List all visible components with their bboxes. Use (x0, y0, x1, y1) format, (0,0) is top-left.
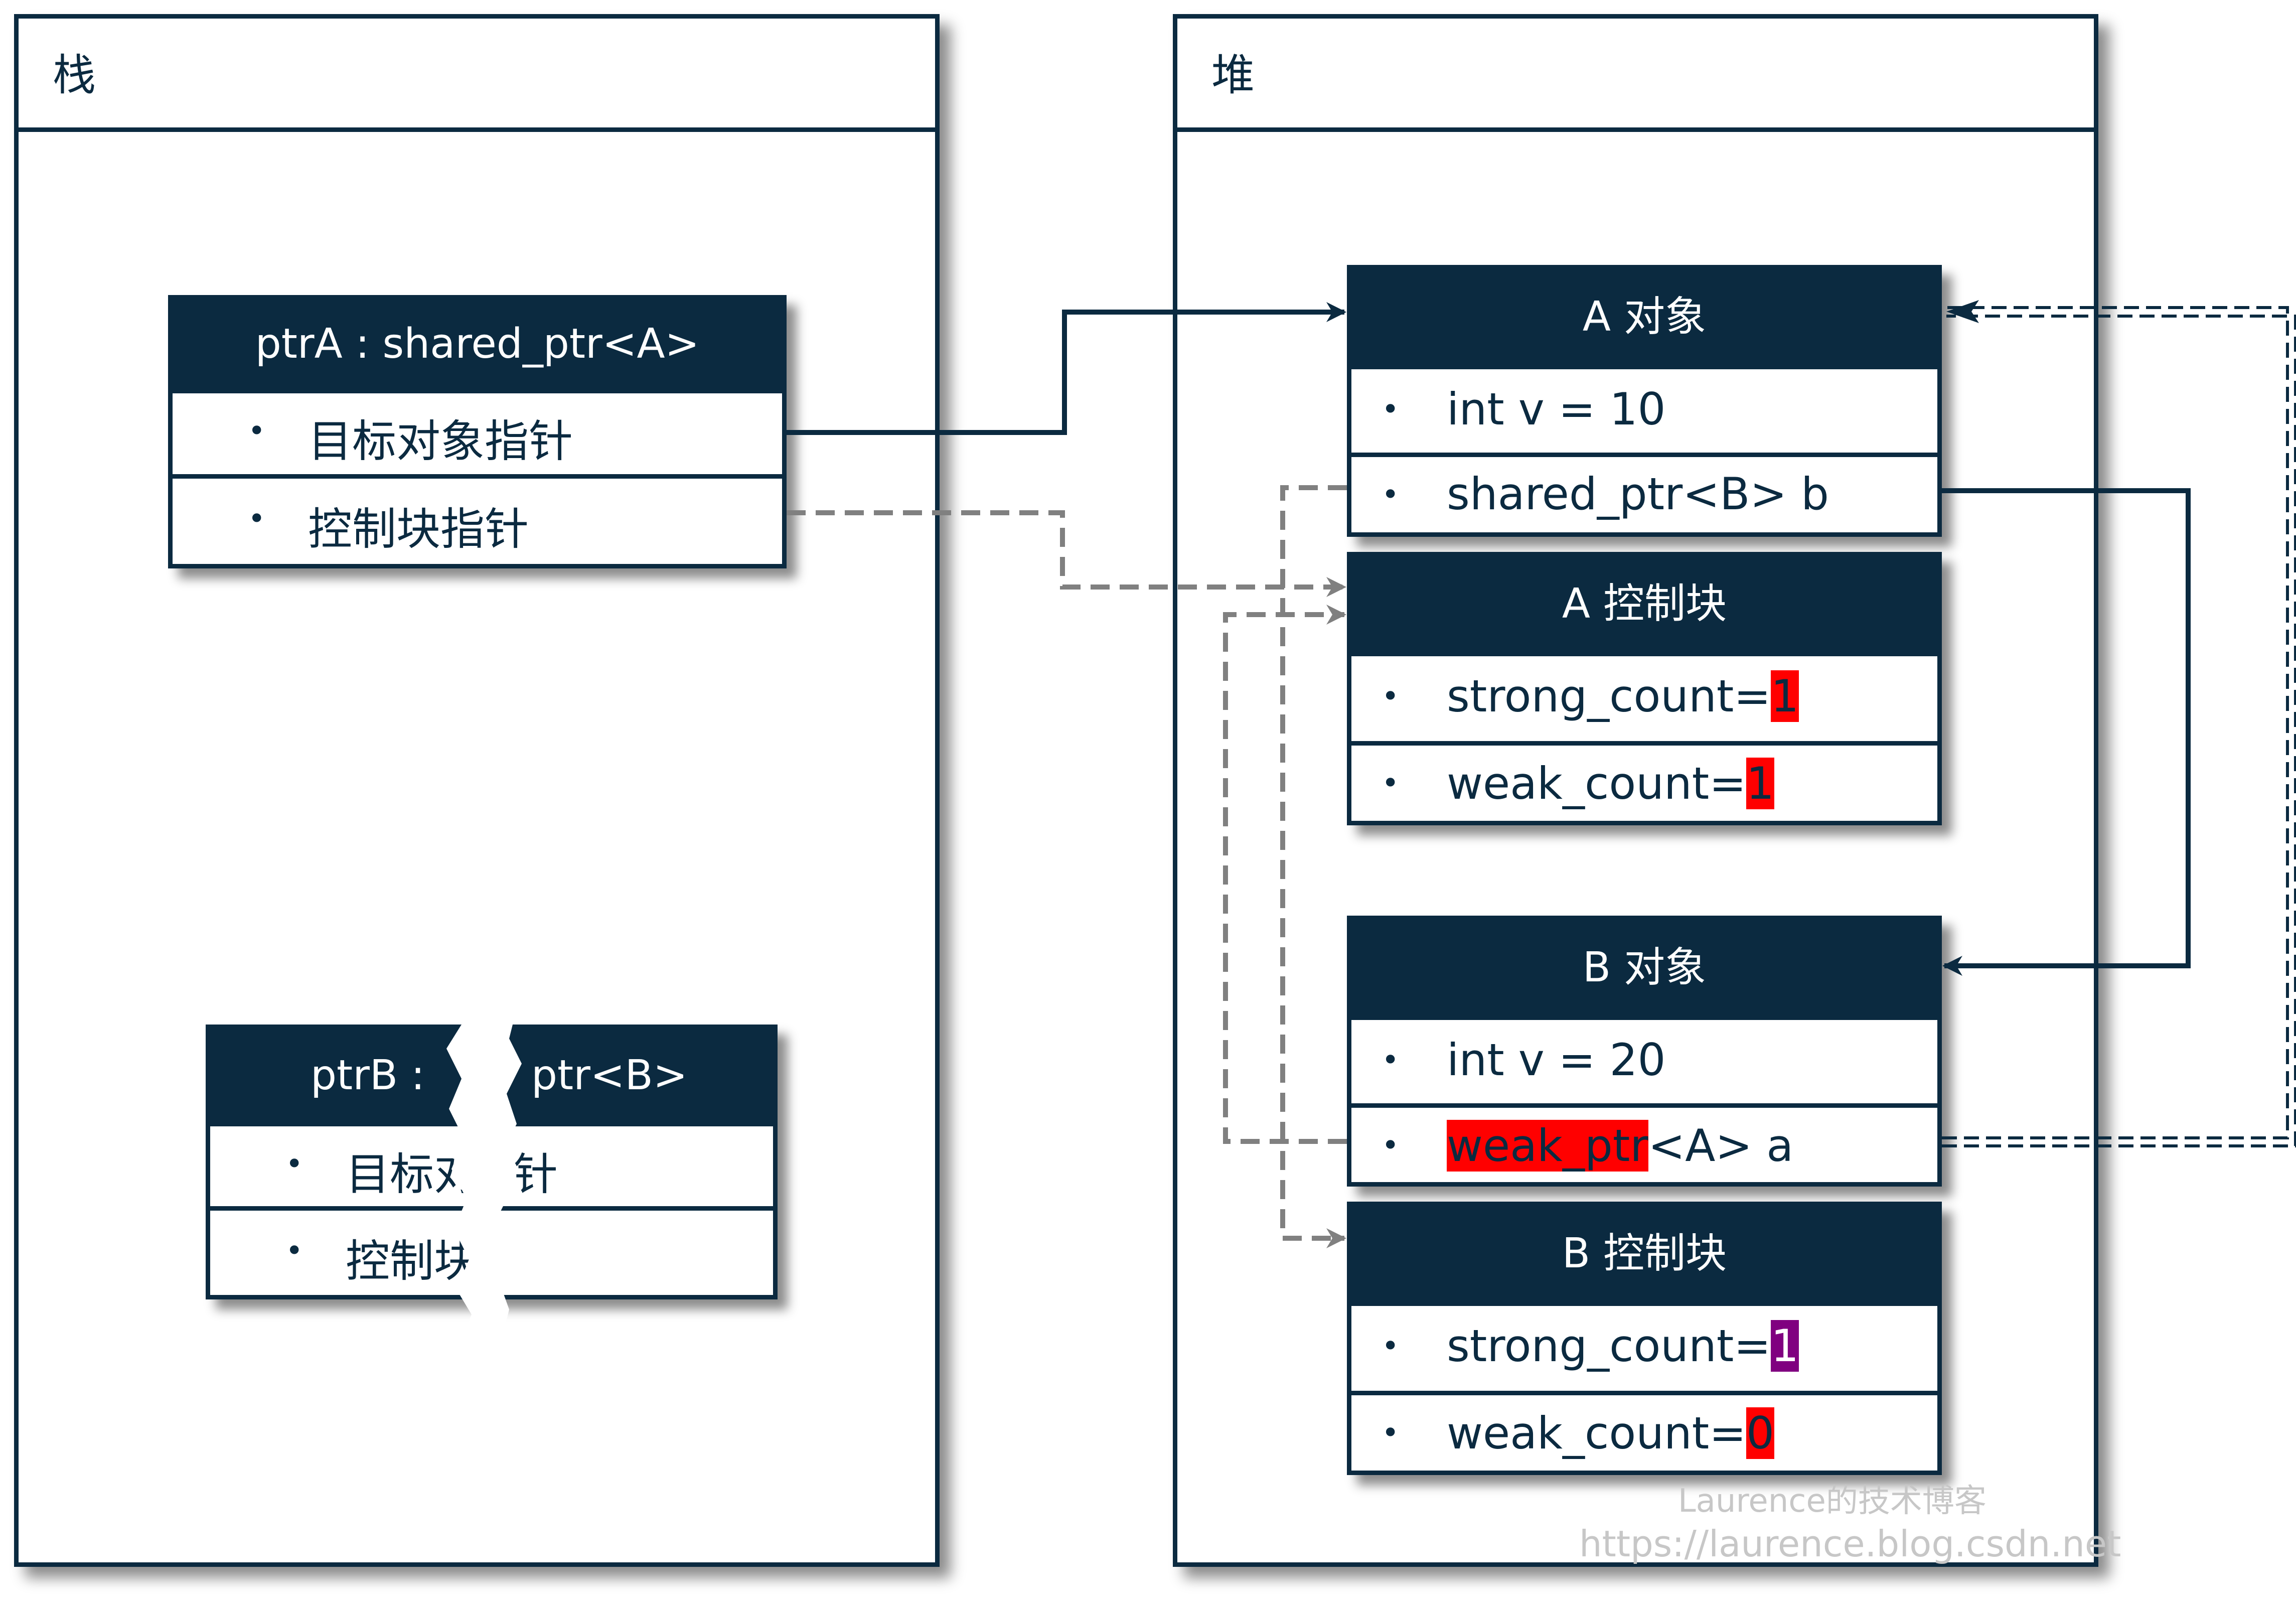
b-object-weak-ptr-row: • weak_ptr<A> a (1351, 1103, 1937, 1187)
b-object-card: B 对象 • int v = 20 • weak_ptr<A> a (1347, 916, 1942, 1187)
watermark-url: https://laurence.blog.csdn.net (1579, 1523, 2121, 1565)
a-object-header: A 对象 (1351, 269, 1937, 365)
a-object-int-v: int v = 10 (1447, 383, 1666, 435)
a-weak-count-row: • weak_count=1 (1351, 741, 1937, 825)
a-control-block-card: A 控制块 • strong_count=1 • weak_count=1 (1347, 552, 1942, 825)
b-weak-count-label: weak_count= (1447, 1407, 1747, 1459)
arrow-b-weak-ptr-to-a-object (1942, 300, 2296, 1147)
arrow-a-shared-ptr-to-b-control-block (1280, 485, 1347, 1248)
bullet: • (248, 413, 266, 449)
arrow-ptrA-to-a-object (787, 302, 1346, 435)
a-object-shared-ptr-b: shared_ptr<B> b (1447, 468, 1829, 520)
arrow-ptrA-to-a-control-block (787, 510, 1346, 597)
ptrB-header-right: ptr<B> (531, 1052, 688, 1099)
b-strong-count-value: 1 (1771, 1320, 1799, 1372)
bullet: • (248, 501, 266, 536)
b-strong-count-row: • strong_count=1 (1351, 1301, 1937, 1391)
ptrB-control-block-left: 控制块 (346, 1235, 479, 1287)
ptrB-header-left: ptrB : (311, 1052, 425, 1099)
ptrA-target-pointer-label: 目标对象指针 (308, 415, 573, 467)
b-object-weak-ptr-keyword: weak_ptr (1447, 1120, 1648, 1172)
a-object-int-row: • int v = 10 (1351, 365, 1937, 453)
a-weak-count: weak_count=1 (1447, 758, 1775, 809)
ptrA-target-pointer-row: • 目标对象指针 (173, 389, 782, 474)
a-weak-count-label: weak_count= (1447, 758, 1747, 809)
ptrA-header: ptrA : shared_ptr<A> (173, 300, 782, 389)
b-weak-count: weak_count=0 (1447, 1407, 1775, 1459)
bullet: • (1382, 1415, 1400, 1450)
ptrB-torn-gap (446, 1008, 522, 1340)
ptrA-card: ptrA : shared_ptr<A> • 目标对象指针 • 控制块指针 (168, 295, 787, 568)
a-weak-count-value: 1 (1746, 758, 1775, 809)
b-object-int-row: • int v = 20 (1351, 1015, 1937, 1103)
heap-title: 堆 (1177, 19, 2094, 132)
ptrA-control-block-row: • 控制块指针 (173, 474, 782, 564)
b-weak-count-value: 0 (1746, 1407, 1775, 1459)
arrow-b-weak-ptr-to-a-control-block (1223, 605, 1347, 1144)
arrow-a-shared-ptr-to-b-object (1942, 488, 2191, 976)
b-control-block-card: B 控制块 • strong_count=1 • weak_count=0 (1347, 1202, 1942, 1475)
a-strong-count-row: • strong_count=1 (1351, 652, 1937, 741)
b-object-header: B 对象 (1351, 920, 1937, 1015)
bullet: • (285, 1233, 303, 1268)
bullet: • (1382, 766, 1400, 801)
ptrA-control-block-label: 控制块指针 (308, 503, 529, 555)
bullet: • (1382, 1128, 1400, 1163)
bullet: • (285, 1146, 303, 1182)
stack-title: 栈 (19, 19, 935, 132)
a-object-card: A 对象 • int v = 10 • shared_ptr<B> b (1347, 265, 1942, 537)
a-strong-count-value: 1 (1771, 670, 1799, 722)
bullet: • (1382, 477, 1400, 512)
b-weak-count-row: • weak_count=0 (1351, 1391, 1937, 1475)
a-object-shared-ptr-row: • shared_ptr<B> b (1351, 453, 1937, 535)
bullet: • (1382, 679, 1400, 714)
b-object-weak-ptr-a: weak_ptr<A> a (1447, 1120, 1793, 1172)
a-strong-count-label: strong_count= (1447, 670, 1771, 722)
b-object-weak-ptr-rest: <A> a (1648, 1120, 1794, 1172)
bullet: • (1382, 1329, 1400, 1364)
bullet: • (1382, 392, 1400, 427)
b-strong-count: strong_count=1 (1447, 1320, 1799, 1372)
b-strong-count-label: strong_count= (1447, 1320, 1771, 1372)
ptrB-target-pointer-right: 针 (514, 1148, 558, 1200)
b-control-block-header: B 控制块 (1351, 1206, 1937, 1301)
a-strong-count: strong_count=1 (1447, 670, 1799, 722)
watermark-author: Laurence的技术博客 (1678, 1483, 1986, 1520)
b-object-int-v: int v = 20 (1447, 1034, 1666, 1086)
a-control-block-header: A 控制块 (1351, 556, 1937, 652)
bullet: • (1382, 1043, 1400, 1078)
